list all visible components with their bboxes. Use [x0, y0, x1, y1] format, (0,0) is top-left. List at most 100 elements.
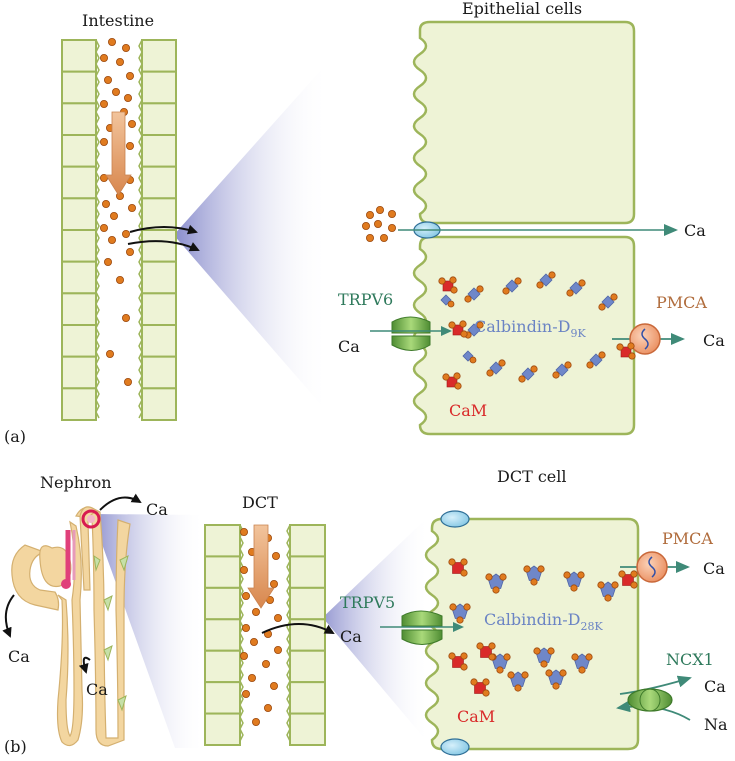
calcium-dot	[460, 558, 468, 566]
calcium-dot	[610, 293, 618, 301]
zoom-funnel-nephron	[92, 514, 205, 748]
calcium-dot	[577, 571, 585, 579]
paracellular-calcium-particles	[361, 205, 396, 242]
calcium-dot	[486, 369, 494, 377]
calbindin-marker	[569, 281, 583, 295]
calcium-dot	[523, 565, 531, 573]
tube-segment	[204, 586, 241, 621]
calcium-dot	[533, 647, 541, 655]
calcium-dot	[570, 584, 578, 592]
calcium-dot	[100, 223, 109, 232]
calcium-dot	[365, 233, 374, 242]
calcium-dot	[492, 586, 500, 594]
calcium-dot	[476, 642, 484, 650]
calcium-dot	[530, 365, 538, 373]
nephron-ca-left-label: Ca	[8, 647, 30, 666]
calcium-dot	[122, 44, 131, 53]
calcium-dot	[559, 669, 567, 677]
calcium-dot	[611, 581, 619, 589]
dct-cell-label: DCT cell	[497, 467, 567, 486]
calcium-dot	[269, 580, 278, 589]
dct-tube	[204, 524, 326, 746]
tube-segment	[204, 712, 241, 746]
calcium-dot	[469, 356, 477, 364]
tube-segment	[61, 324, 97, 358]
calbindin-marker	[521, 367, 535, 381]
calcium-dot	[482, 678, 490, 686]
calcium-dot	[463, 603, 471, 611]
calmodulin-marker	[620, 346, 632, 358]
calcium-dot	[126, 141, 135, 150]
tube-segment	[289, 681, 326, 715]
tube-segment	[141, 39, 177, 73]
calcium-dot	[239, 566, 248, 575]
calmodulin-marker	[474, 682, 486, 694]
tube-segment	[61, 387, 97, 422]
pmca-pump-icon	[612, 323, 685, 355]
tube-brush-border	[239, 524, 244, 742]
paracellular-ca-label: Ca	[684, 221, 706, 240]
calbindin-28k-label: Calbindin-D28K	[484, 610, 603, 633]
calcium-dot	[540, 660, 548, 668]
calbindin-marker	[539, 273, 553, 287]
calcium-dot	[127, 203, 136, 212]
calmodulin-marker	[452, 656, 464, 668]
calcium-dot	[503, 653, 511, 661]
calmodulin-marker	[480, 646, 492, 658]
tube-segment	[141, 102, 177, 137]
tube-segment	[141, 134, 177, 168]
calcium-dot	[502, 287, 510, 295]
calcium-dot	[578, 666, 586, 674]
tube-segment	[61, 229, 97, 263]
calcium-dot	[241, 624, 250, 633]
dct-reabsorption-arrow	[261, 623, 335, 634]
trpv5-label: TRPV5	[340, 593, 395, 612]
calcium-dot	[126, 72, 135, 81]
calbindin-marker	[489, 361, 503, 375]
tube-segment	[204, 649, 241, 684]
dct-label: DCT	[242, 493, 278, 512]
tube-segment	[204, 681, 241, 715]
calcium-dot	[470, 678, 478, 686]
calcium-dot	[122, 313, 131, 322]
calcium-dot	[449, 603, 457, 611]
calcium-dot	[488, 642, 496, 650]
tight-junction-b-bottom	[440, 738, 470, 756]
calmodulin-marker	[622, 574, 634, 586]
calcium-dot	[112, 88, 121, 97]
calcium-dot	[273, 614, 282, 623]
nephron-ca-arrow-top	[99, 493, 142, 511]
tube-segment	[141, 324, 177, 358]
calcium-dot	[448, 558, 456, 566]
calbindin-marker	[601, 295, 615, 309]
calcium-dot	[597, 581, 605, 589]
calcium-dot	[104, 257, 113, 266]
cam-label-b: CaM	[457, 707, 495, 726]
tube-segment	[61, 292, 97, 327]
tube-segment	[289, 524, 326, 558]
tube-segment	[141, 197, 177, 231]
calcium-dot	[239, 652, 248, 661]
calcium-dot	[598, 351, 606, 359]
panel-b-label: (b)	[4, 737, 27, 756]
calcium-dot	[496, 666, 504, 674]
tube-segment	[61, 165, 97, 200]
calcium-dot	[552, 682, 560, 690]
tube-segment	[141, 70, 177, 105]
calbindin-28k-particles	[448, 558, 638, 697]
tube-segment	[61, 197, 97, 231]
calcium-dot	[485, 573, 493, 581]
pmca-pump-icon-b	[620, 551, 690, 583]
calcium-dot	[124, 377, 133, 386]
nephron-illustration	[11, 506, 131, 747]
calcium-dot	[239, 528, 248, 537]
calcium-dot	[460, 330, 468, 338]
calcium-dot	[618, 570, 626, 578]
calcium-dot	[460, 652, 468, 660]
tube-brush-border	[95, 39, 100, 419]
tube-segment	[141, 355, 177, 390]
nephron-label: Nephron	[40, 473, 112, 492]
ca-entry-label-b: Ca	[340, 627, 362, 646]
ncx1-na-label: Na	[704, 715, 728, 734]
calcium-dot	[630, 570, 638, 578]
